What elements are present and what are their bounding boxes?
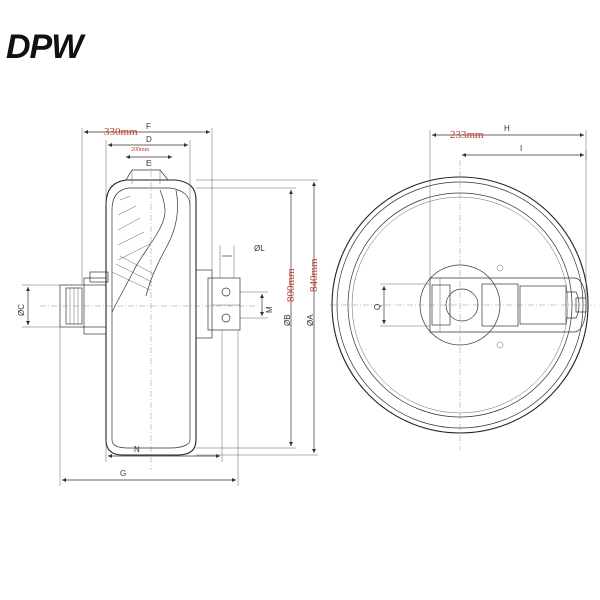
web-profile	[111, 189, 166, 313]
dim-B-letter: ØB	[283, 314, 292, 326]
dim-C-letter: ØC	[17, 304, 26, 316]
dim-D-letter: D	[146, 135, 152, 144]
dim-B-value: 800mm	[285, 268, 297, 302]
dim-N-letter: N	[134, 445, 140, 454]
dim-H-value: 233mm	[450, 129, 484, 141]
dim-F-letter: F	[146, 122, 151, 131]
dim-Q-letter: Q	[373, 304, 382, 310]
bolt-hole-bottom	[221, 313, 231, 323]
dim-L-letter: ØL	[254, 244, 265, 253]
bracket-right	[195, 269, 213, 339]
dpw-logo: DPW	[6, 28, 86, 66]
flange-top	[125, 169, 169, 181]
dim-F-value: 330mm	[104, 126, 138, 138]
dim-E-letter: E	[146, 159, 151, 168]
dim-E-value: 200mm	[131, 147, 150, 153]
bolt-hole-top	[221, 287, 231, 297]
wheel-body	[105, 179, 197, 456]
front-view: 233mm H I Q	[330, 124, 595, 450]
dim-A-letter: ØA	[306, 314, 315, 326]
dim-G-letter: G	[120, 469, 126, 478]
side-view: 330mm F D 200mm E ØL M 800mm ØB 840mm ØA	[17, 122, 320, 486]
dim-H-letter: H	[504, 124, 510, 133]
dim-M-letter: M	[265, 306, 274, 313]
dim-I-letter: I	[520, 144, 522, 153]
dim-A-value: 840mm	[308, 258, 320, 292]
